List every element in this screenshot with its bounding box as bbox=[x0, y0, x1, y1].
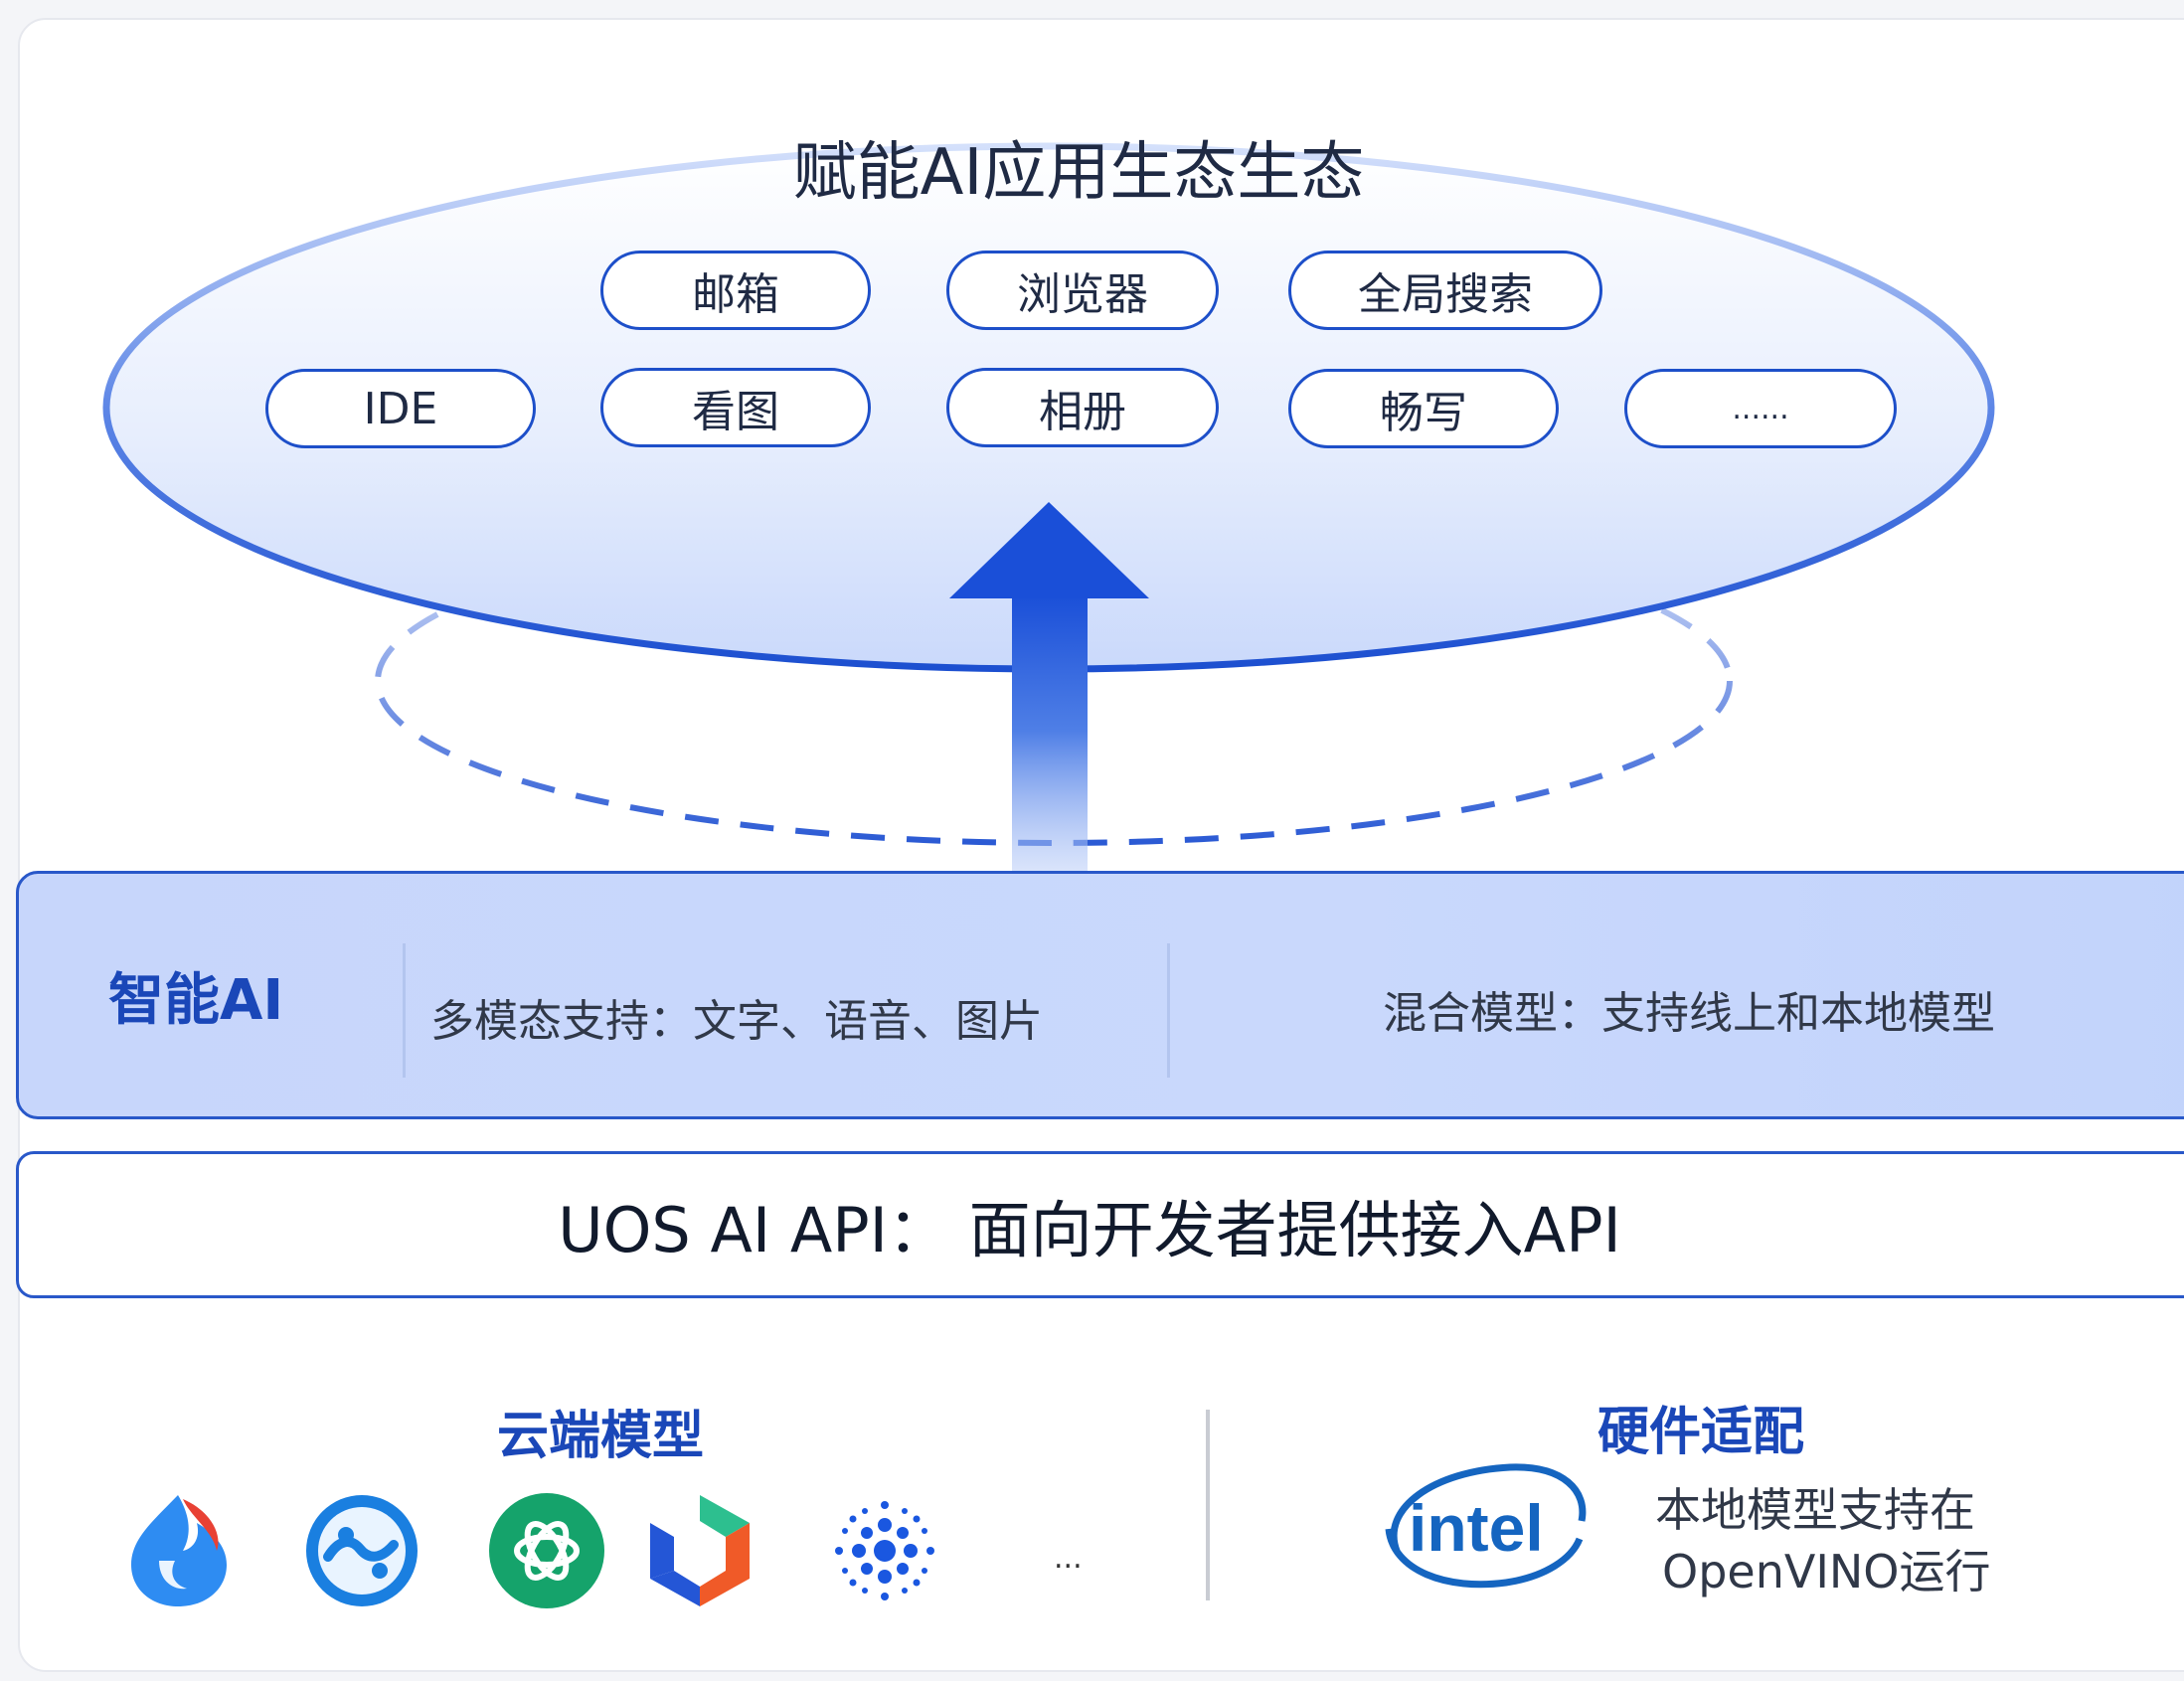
app-pill-browser[interactable]: 浏览器 bbox=[946, 251, 1219, 330]
hybrid-model-text: 混合模型：支持线上和本地模型 bbox=[1383, 988, 1995, 1039]
app-pill-mail[interactable]: 邮箱 bbox=[600, 251, 871, 330]
ecosystem-title: 赋能AI应用生态生态 bbox=[792, 136, 1365, 210]
hardware-desc-line1: 本地模型支持在 bbox=[1655, 1483, 1975, 1537]
app-pill-ide[interactable]: IDE bbox=[265, 369, 536, 448]
band-divider bbox=[1167, 943, 1170, 1078]
intel-logo-icon: intel bbox=[1385, 1463, 1587, 1589]
intelligent-ai-band: 智能AI 多模态支持：文字、语音、图片 混合模型：支持线上和本地模型 bbox=[16, 871, 2184, 1119]
section-divider bbox=[1206, 1410, 1210, 1600]
app-pill-album[interactable]: 相册 bbox=[946, 368, 1219, 447]
up-arrow-icon bbox=[949, 502, 1149, 899]
cloud-models-title: 云端模型 bbox=[497, 1407, 705, 1466]
spark-logo-icon bbox=[306, 1495, 418, 1606]
app-pill-global-search[interactable]: 全局搜索 bbox=[1288, 251, 1602, 330]
tongyi-logo-icon bbox=[650, 1495, 750, 1606]
ernie-logo-icon bbox=[131, 1495, 227, 1606]
app-pill-writer[interactable]: 畅写 bbox=[1288, 369, 1559, 448]
hardware-title: 硬件适配 bbox=[1597, 1403, 1805, 1462]
app-pill-image-viewer[interactable]: 看图 bbox=[600, 368, 871, 447]
more-models-indicator: ... bbox=[1054, 1541, 1083, 1576]
api-label: UOS AI API： 面向开发者提供接入API bbox=[558, 1194, 1621, 1266]
app-pill-more[interactable]: ...... bbox=[1624, 369, 1897, 448]
dashed-ring bbox=[375, 516, 1733, 846]
intel-wordmark: intel bbox=[1409, 1491, 1544, 1565]
zhipu-logo-icon bbox=[835, 1501, 934, 1600]
api-bar: UOS AI API： 面向开发者提供接入API bbox=[16, 1151, 2184, 1298]
multimodal-text: 多模态支持：文字、语音、图片 bbox=[430, 996, 1043, 1047]
band-divider bbox=[403, 943, 406, 1078]
openai-logo-icon bbox=[489, 1493, 604, 1608]
hardware-desc-line2: OpenVINO运行 bbox=[1662, 1545, 1991, 1598]
intelligent-ai-title: 智能AI bbox=[108, 968, 284, 1033]
